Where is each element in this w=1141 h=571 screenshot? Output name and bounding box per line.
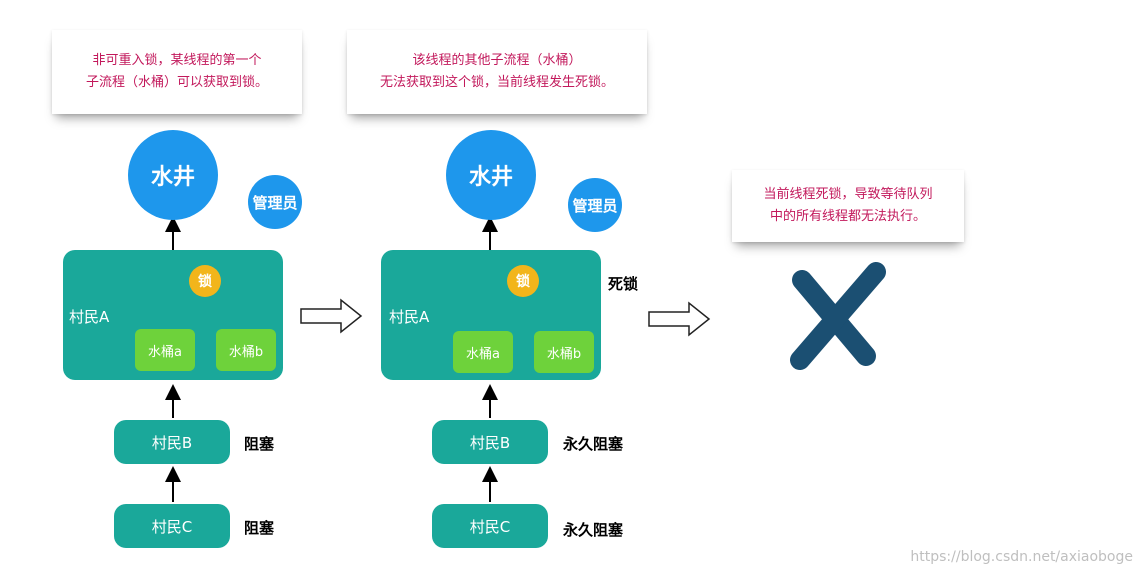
bucket-a: 水桶a	[135, 329, 195, 371]
note-line: 子流程（水桶）可以获取到锁。	[85, 75, 268, 90]
note-line: 该线程的其他子流程（水桶）	[412, 53, 582, 68]
bucket-a: 水桶a	[453, 331, 513, 373]
villager-a-label: 村民A	[389, 308, 430, 326]
note-line: 中的所有线程都无法执行。	[769, 209, 926, 224]
note-line: 非可重入锁，某线程的第一个	[92, 53, 262, 68]
watermark: https://blog.csdn.net/axiaoboge	[910, 549, 1133, 565]
villager-b-box: 村民B	[114, 420, 230, 464]
note-reentrant-first: 非可重入锁，某线程的第一个 子流程（水桶）可以获取到锁。	[52, 30, 302, 114]
well-circle: 水井	[446, 130, 536, 220]
note-line: 无法获取到这个锁，当前线程发生死锁。	[379, 75, 614, 90]
status-label-b: 阻塞	[244, 435, 275, 453]
lock-icon: 锁	[507, 265, 539, 297]
lock-icon: 锁	[189, 265, 221, 297]
note-line: 当前线程死锁，导致等待队列	[763, 187, 933, 202]
manager-circle: 管理员	[248, 175, 302, 229]
well-circle: 水井	[128, 130, 218, 220]
bucket-b: 水桶b	[534, 331, 594, 373]
status-label-c: 阻塞	[244, 519, 275, 537]
villager-a-label: 村民A	[69, 308, 110, 326]
status-label-b: 永久阻塞	[563, 435, 624, 453]
villager-c-box: 村民C	[114, 504, 230, 548]
flow-arrow-right	[300, 298, 363, 334]
note-queue-blocked: 当前线程死锁，导致等待队列 中的所有线程都无法执行。	[732, 170, 964, 242]
villager-c-box: 村民C	[432, 504, 548, 548]
bucket-b: 水桶b	[216, 329, 276, 371]
villager-b-box: 村民B	[432, 420, 548, 464]
deadlock-label: 死锁	[608, 275, 639, 293]
big-cross-icon	[790, 262, 886, 370]
manager-circle: 管理员	[568, 178, 622, 232]
status-label-c: 永久阻塞	[563, 521, 624, 539]
note-other-subflow: 该线程的其他子流程（水桶） 无法获取到这个锁，当前线程发生死锁。	[347, 30, 647, 114]
flow-arrow-right	[648, 301, 711, 337]
